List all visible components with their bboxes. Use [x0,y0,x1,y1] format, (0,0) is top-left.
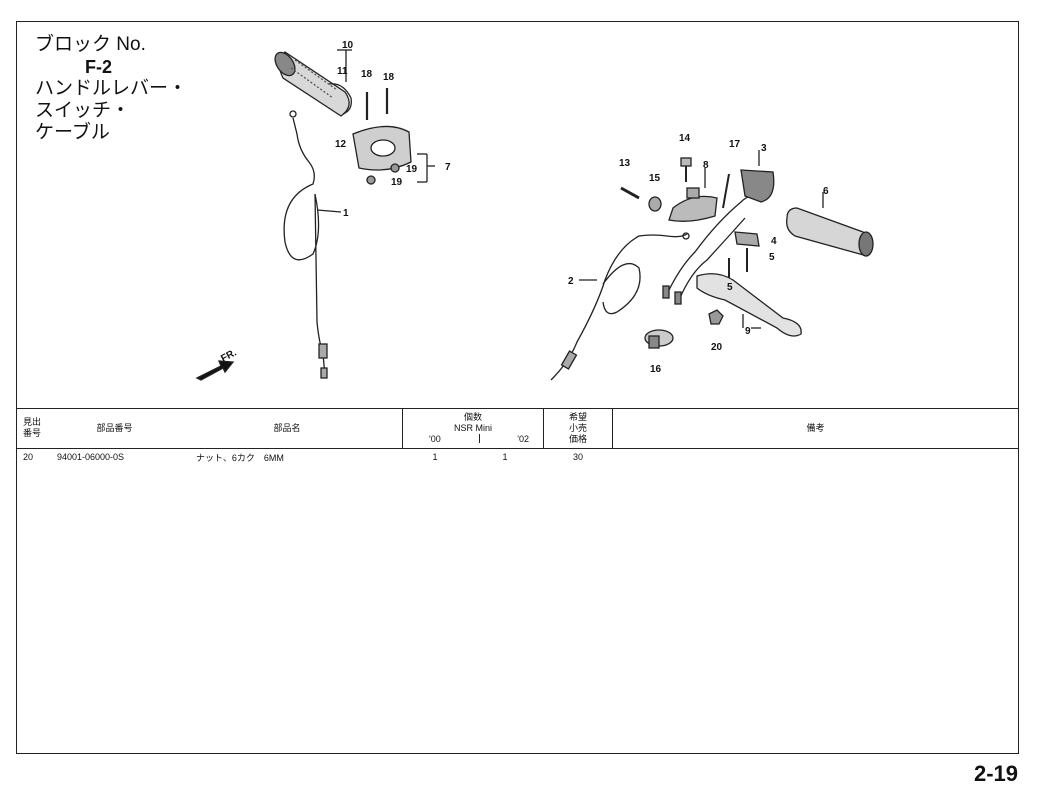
callout-19-b: 19 [391,177,403,188]
callout-17: 17 [729,139,741,150]
header-ref-no: 見出 番号 [17,408,57,449]
block-title: ブロック No. F-2 ハンドルレバー・ スイッチ・ ケーブル [35,34,187,144]
row-price: 30 [572,452,583,462]
callout-4: 4 [771,236,777,247]
row-part-no: 94001-06000-0S [57,452,125,462]
header-price: 希望 小売 価格 [543,408,613,449]
header-years: '00 '02 [403,433,543,445]
header-remarks: 備考 [612,408,1018,449]
callout-11: 8 [703,160,709,171]
callout-8: 12 [335,139,347,150]
parts-table-section: 見出 番号 部品番号 部品名 個数 NSR Mini '00 '02 [17,408,1018,465]
callout-16: 16 [650,364,662,375]
row-qty-values: 1 1 [403,452,544,462]
callout-5-b: 5 [727,282,733,293]
block-title-line-3: ケーブル [35,122,110,143]
exploded-parts-diagram: 10 11 18 18 12 19 19 7 1 2 3 4 5 5 6 8 9… [195,40,874,381]
callout-9: 6 [823,186,829,197]
row-ref-no: 20 [23,452,34,462]
row-description: ナット、6カク 6MM [196,452,284,463]
callout-10: 7 [445,162,451,173]
callout-7: 11 [337,66,348,77]
block-title-line-1: ハンドルレバー・ [35,78,188,99]
row-qty: 1 1 [403,449,544,466]
header-description: 部品名 [172,408,403,449]
callout-6: 10 [342,40,354,51]
header-qty: 個数 NSR Mini '00 '02 [402,408,544,449]
throttle-grip-drawing [274,51,352,117]
callout-2: 2 [568,276,574,287]
callout-1: 1 [343,208,349,219]
block-label: ブロック No. [35,34,146,55]
callout-5-a: 5 [769,252,775,263]
callout-3: 3 [761,143,767,154]
callout-15: 15 [649,173,661,184]
header-ref-no-line-1: 見出 [23,417,42,427]
table-row: 20 94001-06000-0S ナット、6カク 6MM 1 1 30 [17,449,1018,466]
block-title-line-2: スイッチ・ [35,100,131,121]
header-price-line-3: 価格 [568,433,587,444]
page-number: 2-19 [973,761,1018,786]
parts-table: 見出 番号 部品番号 部品名 個数 NSR Mini '00 '02 [17,408,1018,465]
callout-12: 9 [745,326,751,337]
header-part-no: 部品番号 [57,408,172,449]
row-qty-02: 1 [502,452,508,462]
header-ref-no-line-2: 番号 [23,428,42,438]
callout-13: 13 [619,158,631,169]
table-header-row: 見出 番号 部品番号 部品名 個数 NSR Mini '00 '02 [17,408,1018,449]
header-year-00: '00 [429,433,441,444]
header-price-line-1: 希望 [568,411,587,422]
row-remarks [613,449,1019,466]
callout-20: 20 [711,342,723,353]
parts-sheet: ブロック No. F-2 ハンドルレバー・ スイッチ・ ケーブル [16,21,1019,754]
header-price-line-2: 小売 [568,422,587,433]
header-qty-label: 個数 [463,411,482,422]
header-year-02: '02 [517,433,529,444]
callout-18-b: 18 [383,72,395,83]
callout-19-a: 19 [406,164,418,175]
row-qty-00: 1 [432,452,438,462]
callout-18-a: 18 [361,69,373,80]
block-code: F-2 [85,57,112,77]
diagram-area: ブロック No. F-2 ハンドルレバー・ スイッチ・ ケーブル [17,22,1018,409]
callout-14: 14 [679,133,691,144]
header-year-separator [478,433,480,443]
front-direction-label: FR. [219,347,239,364]
header-model: NSR Mini [453,422,492,433]
